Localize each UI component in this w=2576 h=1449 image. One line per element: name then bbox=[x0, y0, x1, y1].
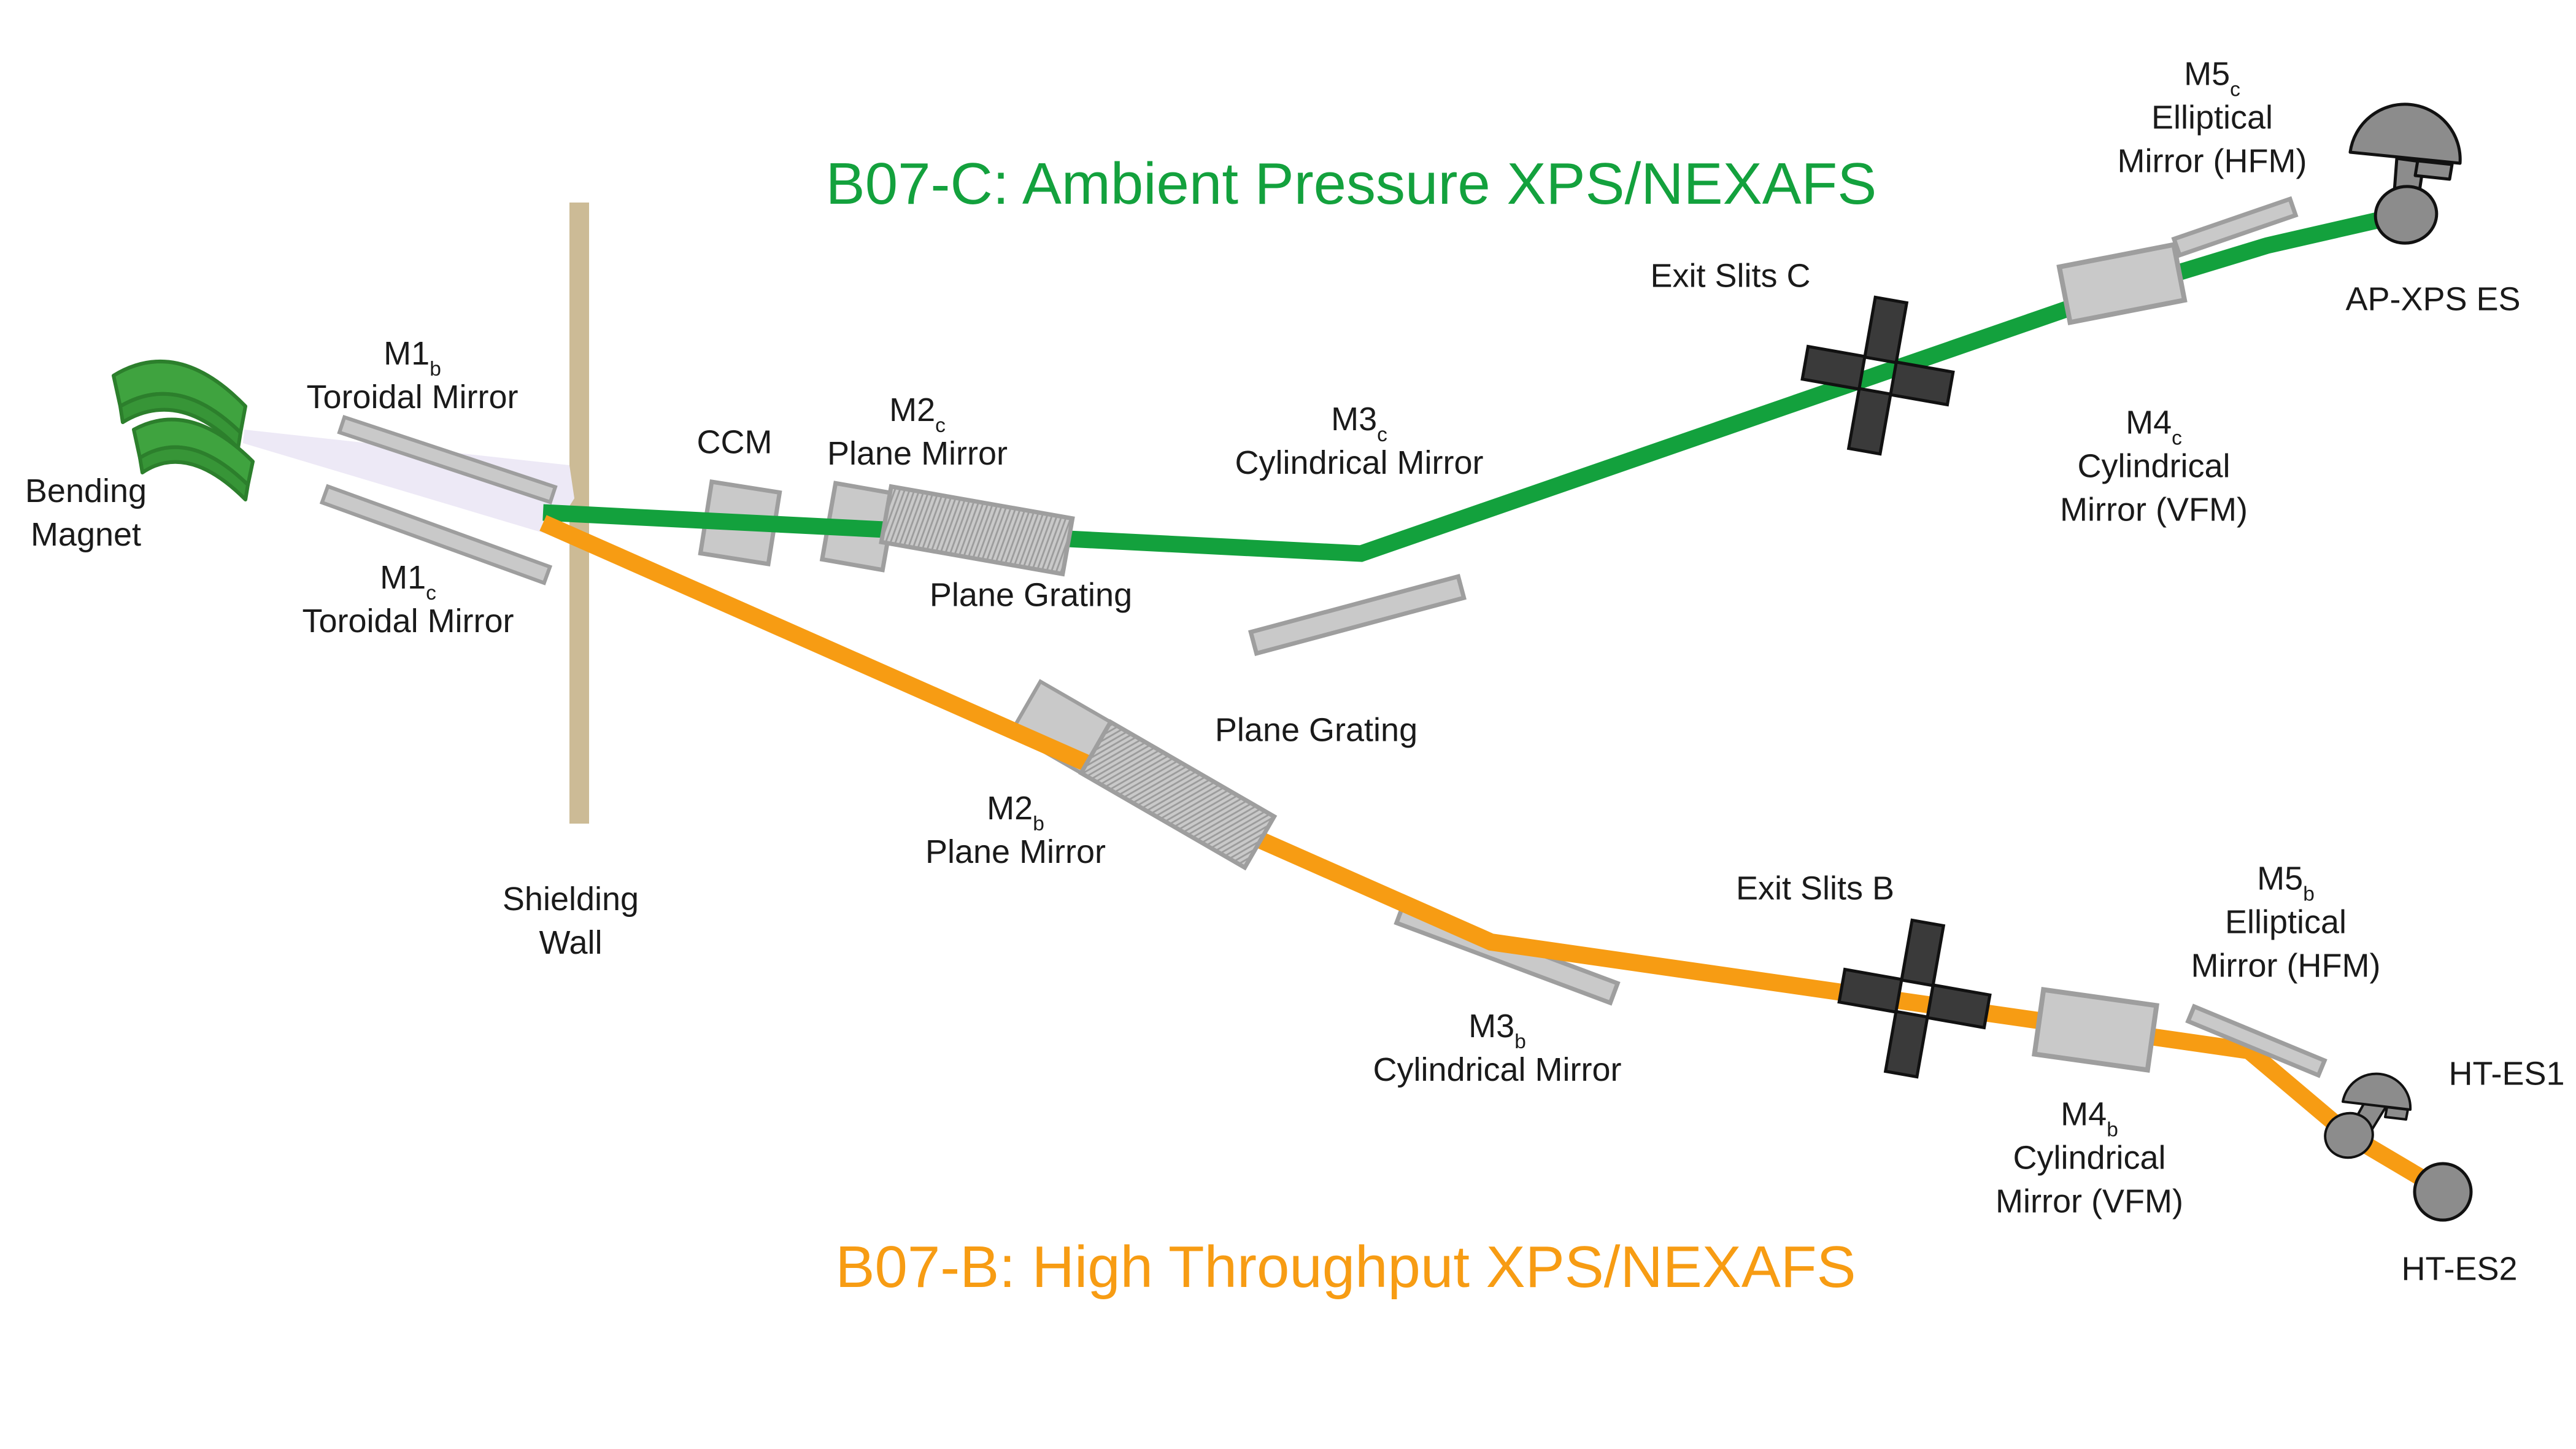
label-plane-grating-b: Plane Grating bbox=[1214, 711, 1418, 749]
label-shielding-wall: Shielding Wall bbox=[502, 881, 639, 961]
bending-magnet-shape bbox=[112, 359, 255, 501]
ht-es1-endstation bbox=[2324, 1072, 2412, 1159]
label-m2c: M2c Plane Mirror bbox=[827, 392, 1008, 472]
ht-es1-dome bbox=[2342, 1072, 2412, 1111]
label-m1c: M1c Toroidal Mirror bbox=[302, 559, 514, 639]
exit-slits-b bbox=[1837, 918, 1992, 1079]
m1c-mirror bbox=[319, 484, 553, 585]
label-m4c: M4c Cylindrical Mirror (VFM) bbox=[2060, 404, 2248, 528]
label-bending-magnet: Bending Magnet bbox=[25, 473, 147, 553]
photon-fan bbox=[243, 430, 574, 535]
label-plane-grating-c: Plane Grating bbox=[929, 576, 1133, 614]
ap-xps-chamber bbox=[2374, 185, 2439, 245]
label-m1b: M1b Toroidal Mirror bbox=[306, 335, 519, 415]
m1b-mirror bbox=[337, 415, 558, 504]
label-ht-es1: HT-ES1 bbox=[2448, 1055, 2565, 1092]
ap-xps-dome bbox=[2348, 102, 2462, 165]
label-m5b: M5b Elliptical Mirror (HFM) bbox=[2191, 860, 2381, 984]
plane-grating-b bbox=[1078, 719, 1278, 871]
label-ap-xps-es: AP-XPS ES bbox=[2345, 280, 2521, 318]
title-branch-c: B07-C: Ambient Pressure XPS/NEXAFS bbox=[825, 151, 1877, 217]
ht-es1-chamber bbox=[2324, 1111, 2374, 1159]
ht-es1-notch bbox=[2384, 1106, 2409, 1121]
m4b-cylindrical-mirror bbox=[2032, 987, 2159, 1073]
ap-xps-endstation bbox=[2348, 102, 2462, 245]
label-m5c: M5c Elliptical Mirror (HFM) bbox=[2117, 55, 2307, 180]
exit-slits-c bbox=[1800, 295, 1955, 456]
plane-grating-c bbox=[879, 484, 1075, 577]
m4c-cylindrical-mirror bbox=[2056, 242, 2188, 325]
label-m3c: M3c Cylindrical Mirror bbox=[1235, 401, 1484, 481]
title-branch-b: B07-B: High Throughput XPS/NEXAFS bbox=[835, 1234, 1856, 1300]
label-exit-slits-b: Exit Slits B bbox=[1735, 870, 1895, 907]
label-ht-es2: HT-ES2 bbox=[2401, 1250, 2518, 1288]
label-m3b: M3b Cylindrical Mirror bbox=[1373, 1008, 1622, 1088]
label-ccm: CCM bbox=[696, 423, 773, 461]
label-m4b: M4b Cylindrical Mirror (VFM) bbox=[1996, 1095, 2183, 1220]
m3c-cylindrical-mirror bbox=[1248, 574, 1467, 656]
label-m2b: M2b Plane Mirror bbox=[925, 790, 1106, 870]
m5c-elliptical-mirror bbox=[2171, 196, 2299, 258]
m5b-elliptical-mirror bbox=[2185, 1003, 2327, 1078]
ht-es2-endstation bbox=[2413, 1162, 2473, 1222]
ap-xps-notch bbox=[2413, 159, 2454, 181]
label-exit-slits-c: Exit Slits C bbox=[1650, 257, 1811, 295]
